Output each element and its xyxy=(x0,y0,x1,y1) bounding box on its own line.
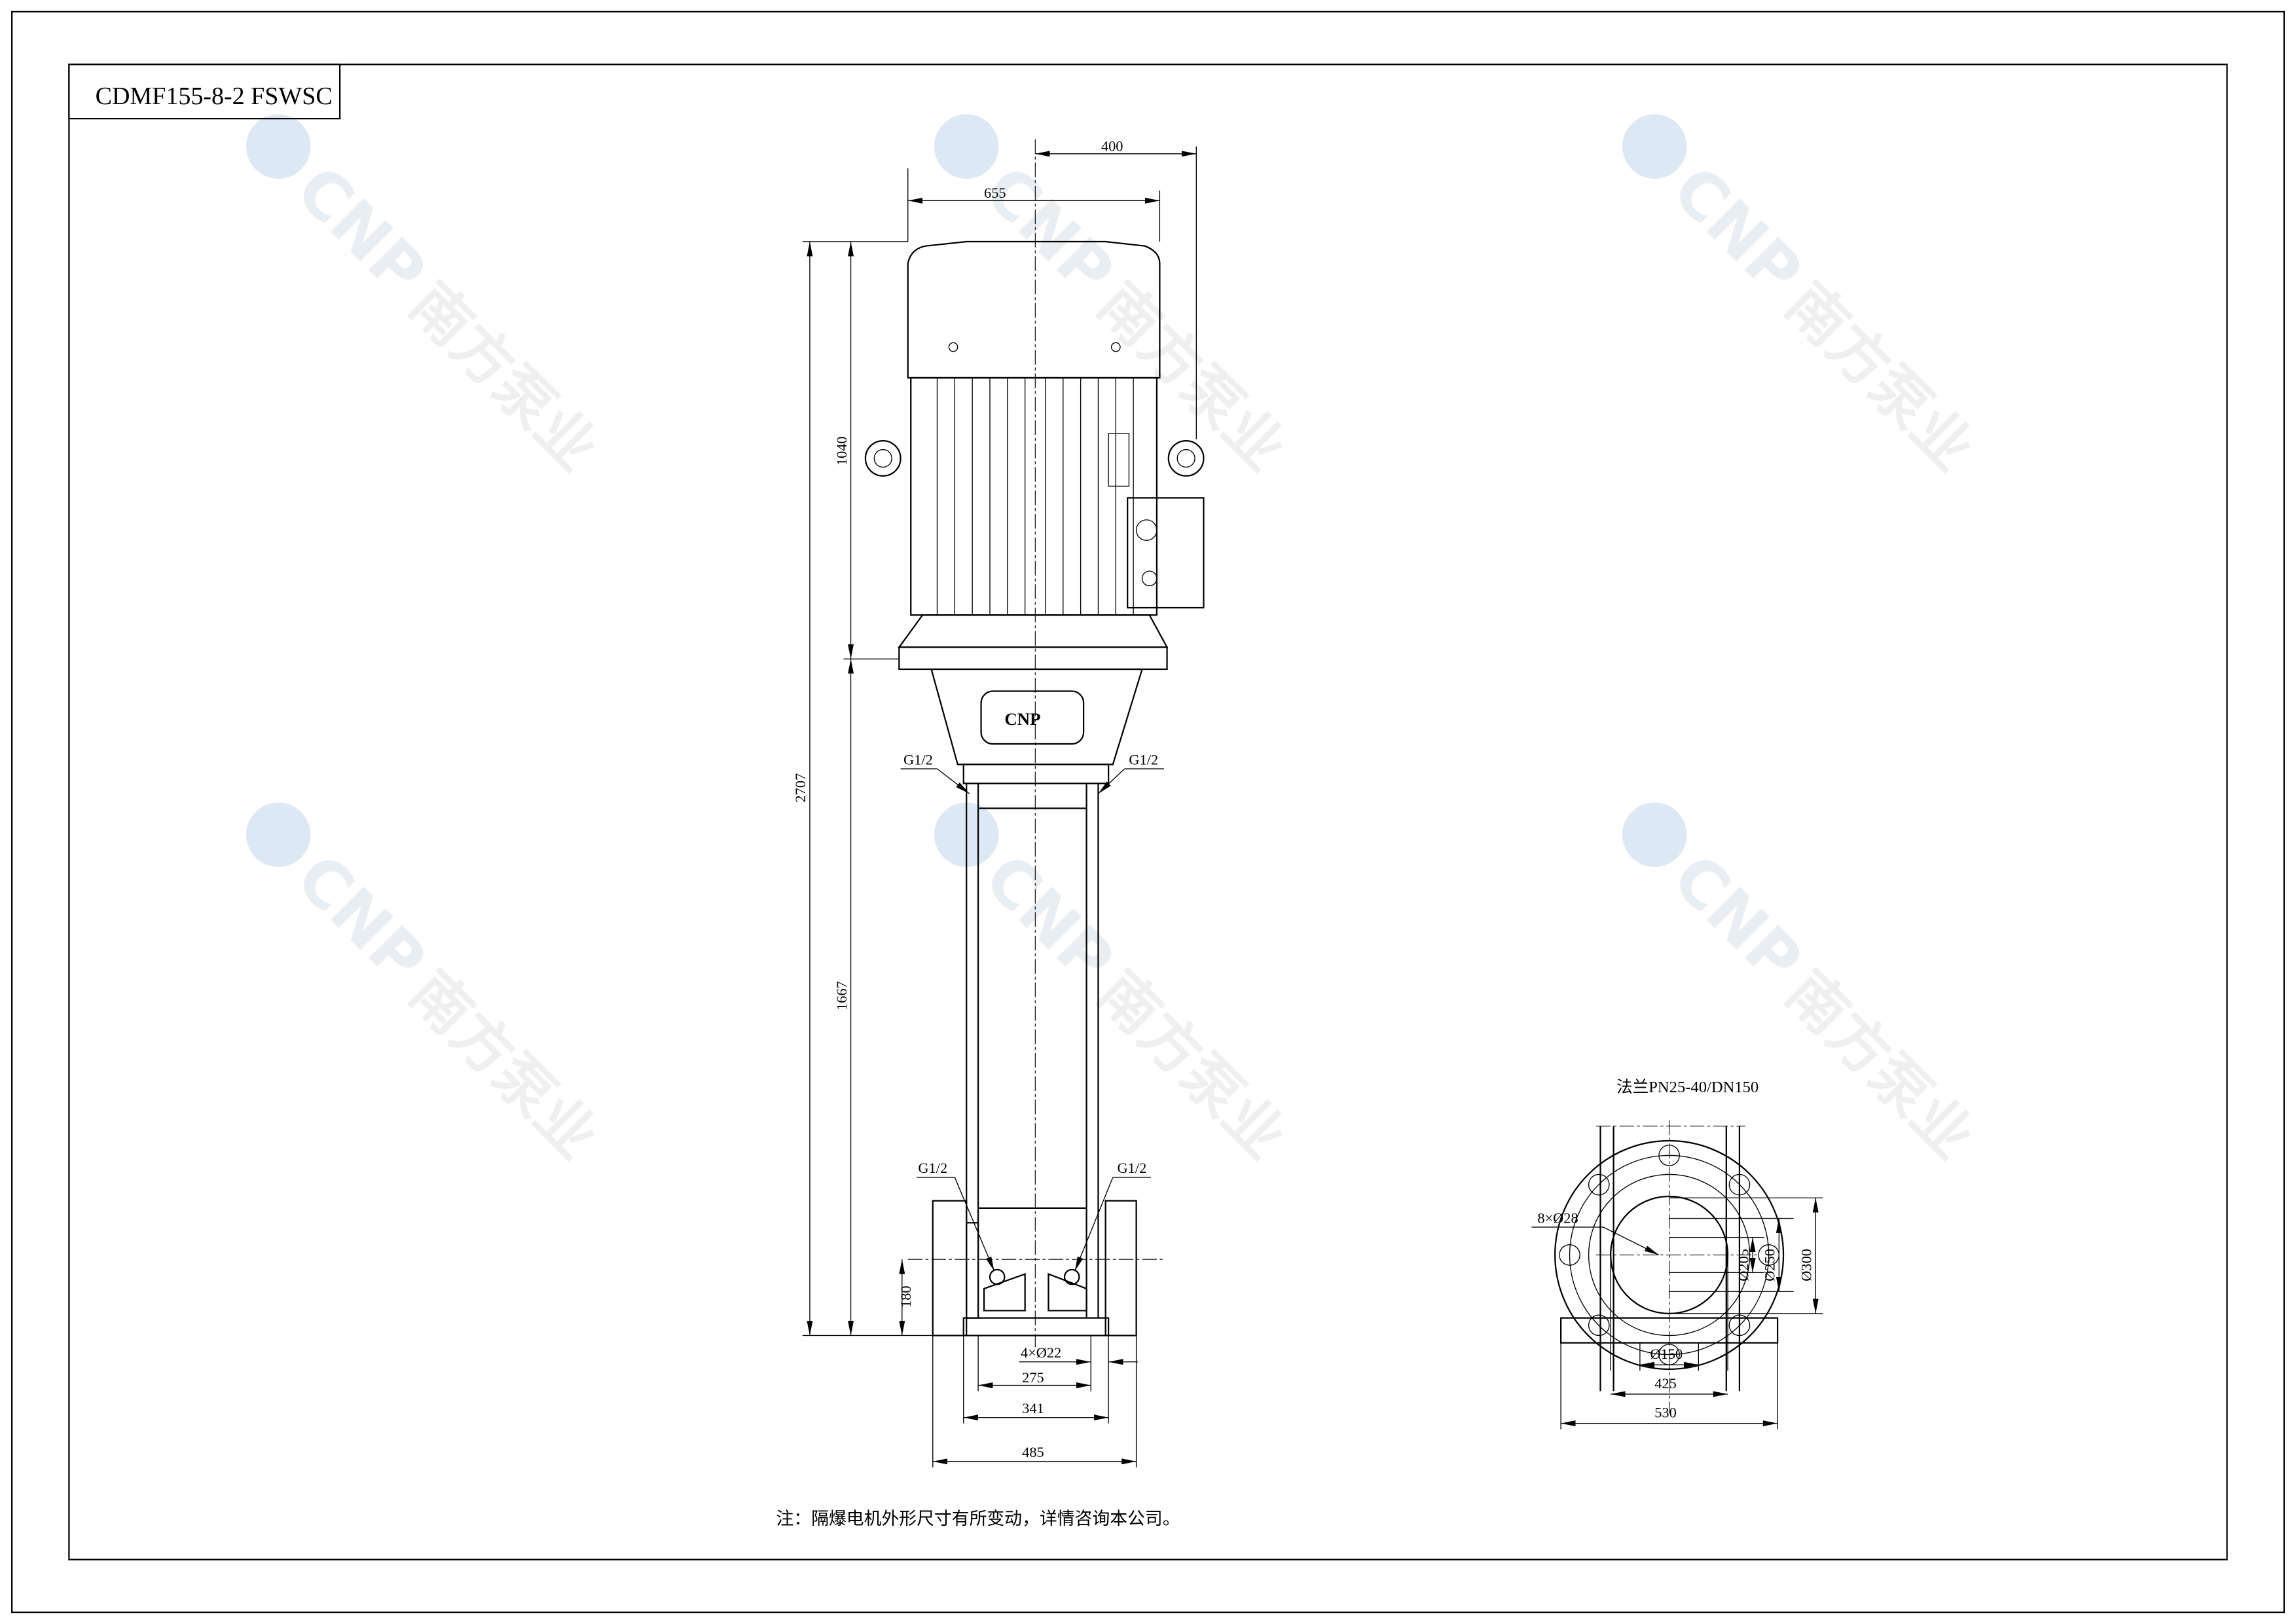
svg-text:G1/2: G1/2 xyxy=(903,751,933,767)
svg-text:CNP: CNP xyxy=(1658,153,1815,310)
svg-text:G1/2: G1/2 xyxy=(1129,751,1158,767)
svg-text:CNP: CNP xyxy=(282,153,439,310)
svg-text:1040: 1040 xyxy=(833,436,850,466)
svg-text:Ø250: Ø250 xyxy=(1762,1249,1778,1282)
svg-text:275: 275 xyxy=(1022,1369,1044,1386)
lifting-eye-right xyxy=(1167,439,1205,477)
svg-text:CNP: CNP xyxy=(970,153,1127,310)
outer-border xyxy=(11,10,2285,1614)
svg-text:CNP: CNP xyxy=(1658,841,1815,999)
svg-text:485: 485 xyxy=(1022,1444,1044,1460)
inner-border xyxy=(68,64,2228,1560)
svg-text:法兰PN25-40/DN150: 法兰PN25-40/DN150 xyxy=(1616,1078,1758,1096)
note-text: 注：隔爆电机外形尺寸有所变动，详情咨询本公司。 xyxy=(776,1509,1180,1528)
svg-text:400: 400 xyxy=(1101,138,1123,154)
svg-text:425: 425 xyxy=(1654,1375,1677,1392)
svg-text:Ø300: Ø300 xyxy=(1798,1249,1815,1282)
svg-text:G1/2: G1/2 xyxy=(918,1160,947,1176)
svg-text:2707: 2707 xyxy=(792,773,809,803)
svg-text:CNP: CNP xyxy=(1004,709,1040,729)
pump-elevation: CNP xyxy=(864,139,1205,1348)
terminal-box xyxy=(1127,497,1205,609)
drain-port-right xyxy=(1063,1268,1080,1285)
flange-view: 法兰PN25-40/DN150 8×Ø28 Ø205 Ø250 Ø300 Ø15… xyxy=(1531,1078,1823,1430)
svg-text:655: 655 xyxy=(984,185,1006,201)
svg-text:南方泵业: 南方泵业 xyxy=(397,270,611,484)
svg-text:341: 341 xyxy=(1022,1400,1044,1416)
svg-text:CNP: CNP xyxy=(970,841,1127,999)
svg-text:530: 530 xyxy=(1654,1405,1677,1421)
model-title: CDMF155-8-2 FSWSC xyxy=(96,83,333,110)
svg-text:1667: 1667 xyxy=(833,981,850,1010)
drain-port-left xyxy=(989,1268,1006,1285)
svg-text:CNP: CNP xyxy=(282,841,439,999)
svg-text:180: 180 xyxy=(898,1285,914,1308)
svg-text:Ø150: Ø150 xyxy=(1650,1346,1683,1362)
svg-text:8×Ø28: 8×Ø28 xyxy=(1537,1209,1578,1226)
svg-text:南方泵业: 南方泵业 xyxy=(1773,270,1987,484)
cnp-badge xyxy=(980,690,1085,745)
svg-text:4×Ø22: 4×Ø22 xyxy=(1021,1344,1061,1361)
svg-text:南方泵业: 南方泵业 xyxy=(1085,958,1299,1172)
svg-text:Ø205: Ø205 xyxy=(1735,1249,1751,1282)
title-box xyxy=(68,64,341,120)
svg-text:G1/2: G1/2 xyxy=(1118,1160,1147,1176)
dimensions: 655 400 2707 1040 1667 180 G1/2 G1/2 G1/… xyxy=(792,138,1197,1467)
svg-text:南方泵业: 南方泵业 xyxy=(1773,958,1987,1172)
svg-text:南方泵业: 南方泵业 xyxy=(397,958,611,1172)
lifting-eye-left xyxy=(864,439,902,477)
